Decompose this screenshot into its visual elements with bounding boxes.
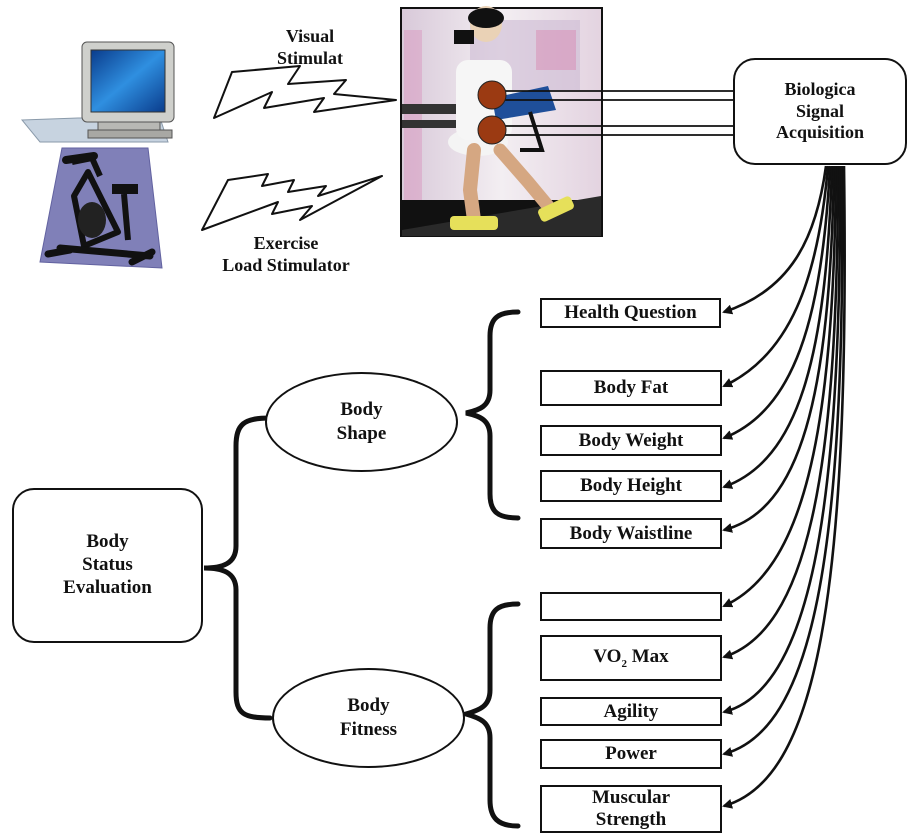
- acquisition-arrows: [722, 165, 846, 809]
- shape-brace: [465, 309, 521, 521]
- body-status-evaluation-box: Body Status Evaluation: [12, 488, 203, 643]
- shape-item-health-question: Health Question: [540, 298, 721, 328]
- visual-stimulus-bolt: [213, 65, 397, 119]
- shape-item-body-weight: Body Weight: [540, 425, 722, 456]
- electrode-lower: [477, 115, 507, 145]
- exercise-load-stimulator-label: Exercise Load Stimulator: [222, 233, 350, 275]
- computer-monitor-icon: [20, 41, 175, 143]
- fitness-item-muscular-strength: Muscular Strength: [540, 785, 722, 833]
- body-shape-oval: Body Shape: [265, 372, 458, 472]
- evaluation-brace: [203, 415, 273, 721]
- shape-item-body-fat: Body Fat: [540, 370, 722, 406]
- fitness-item-vo2-max: VO2 Max: [540, 635, 722, 681]
- shape-item-body-waistline: Body Waistline: [540, 518, 722, 549]
- fitness-item-blank: [540, 592, 722, 621]
- visual-stimulator-label: Visual Stimulat: [276, 26, 343, 68]
- fitness-item-agility: Agility: [540, 697, 722, 726]
- biological-signal-acquisition-box: Biologica Signal Acquisition: [733, 58, 907, 165]
- fitness-brace: [456, 601, 521, 829]
- fitness-item-power: Power: [540, 739, 722, 769]
- body-fitness-oval: Body Fitness: [272, 668, 465, 768]
- electrode-upper: [477, 80, 507, 110]
- exercise-stimulus-bolt: [201, 173, 383, 231]
- shape-item-body-height: Body Height: [540, 470, 722, 502]
- exercise-bike-icon: [39, 147, 163, 269]
